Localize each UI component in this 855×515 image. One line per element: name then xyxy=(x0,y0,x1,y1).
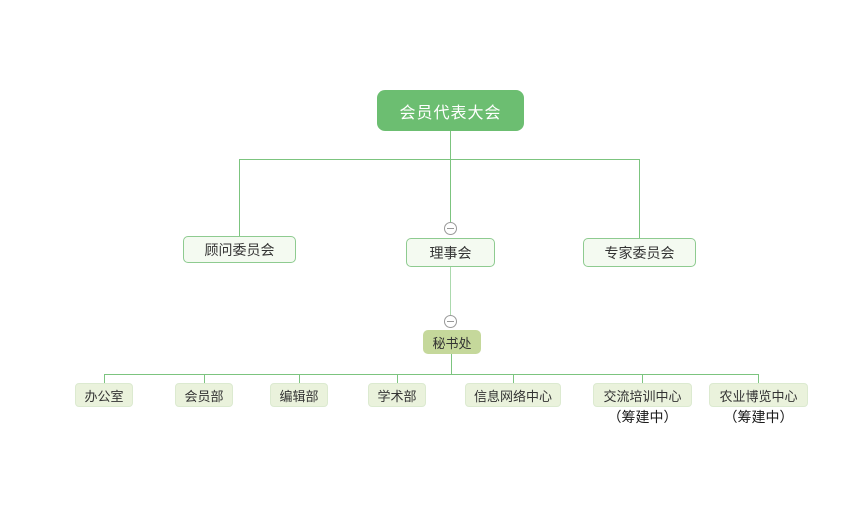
org-node-council[interactable]: 理事会 xyxy=(406,238,495,267)
collapse-toggle-icon[interactable] xyxy=(444,315,457,328)
org-node-exchange-training-center[interactable]: 交流培训中心 xyxy=(593,383,692,407)
note-under-construction-agri: （筹建中） xyxy=(723,410,794,426)
org-node-editorial-dept[interactable]: 编辑部 xyxy=(270,383,328,407)
org-node-agri-expo-center[interactable]: 农业博览中心 xyxy=(709,383,808,407)
org-node-advisory-committee[interactable]: 顾问委员会 xyxy=(183,236,296,263)
connector-drop-council xyxy=(450,159,451,223)
connector-drop-editorial xyxy=(299,374,300,383)
connector-drop-expert xyxy=(639,159,640,238)
connector-drop-agri-expo xyxy=(758,374,759,383)
connector-secretariat-stem xyxy=(451,354,452,374)
org-node-membership-dept[interactable]: 会员部 xyxy=(175,383,233,407)
collapse-toggle-icon[interactable] xyxy=(444,222,457,235)
org-node-secretariat[interactable]: 秘书处 xyxy=(423,330,481,354)
minus-icon xyxy=(447,228,454,229)
minus-icon xyxy=(447,321,454,322)
connector-drop-exchange-training xyxy=(642,374,643,383)
connector-level2-horizontal xyxy=(239,159,640,160)
org-node-expert-committee[interactable]: 专家委员会 xyxy=(583,238,696,267)
connector-drop-academic xyxy=(397,374,398,383)
connector-drop-info-network xyxy=(513,374,514,383)
note-under-construction-exchange: （筹建中） xyxy=(607,410,678,426)
connector-drop-office xyxy=(104,374,105,383)
connector-drop-advisory xyxy=(239,159,240,236)
org-node-academic-dept[interactable]: 学术部 xyxy=(368,383,426,407)
connector-drop-membership xyxy=(204,374,205,383)
org-node-info-network-center[interactable]: 信息网络中心 xyxy=(465,383,561,407)
connector-root-stem xyxy=(450,131,451,159)
org-node-member-assembly[interactable]: 会员代表大会 xyxy=(377,90,524,131)
connector-council-secretariat xyxy=(450,267,451,316)
org-node-office[interactable]: 办公室 xyxy=(75,383,133,407)
connector-level4-horizontal xyxy=(104,374,759,375)
